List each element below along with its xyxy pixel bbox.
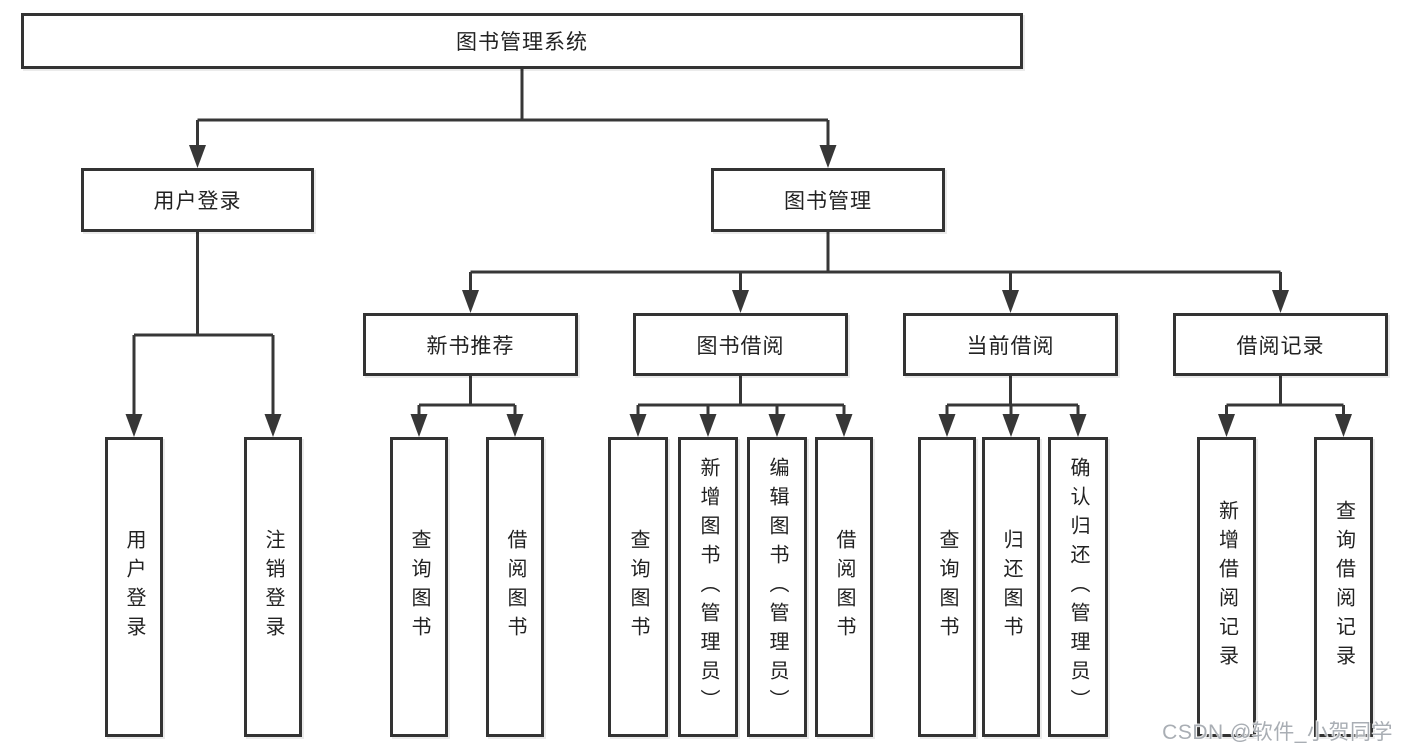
node-label: 新增借阅记录 [1215,500,1238,674]
leaf-records-add-record: 新增借阅记录 [1197,437,1256,737]
node-label: 图书管理系统 [456,31,588,54]
leaf-records-query-record: 查询借阅记录 [1314,437,1373,737]
leaf-borrowing-add-books-admin: 新增图书（管理员） [678,437,738,737]
leaf-user-login: 用户登录 [105,437,163,737]
node-new-book-recommend: 新书推荐 [363,313,578,376]
node-user-login: 用户登录 [81,168,314,232]
node-book-management: 图书管理 [711,168,945,232]
node-label: 查询图书 [936,529,958,645]
node-library-management-system: 图书管理系统 [21,13,1023,69]
leaf-borrowing-borrow-books: 借阅图书 [815,437,873,737]
node-label: 当前借阅 [966,334,1055,358]
node-label: 借阅记录 [1236,334,1325,358]
node-label: 查询图书 [627,529,649,645]
leaf-logout: 注销登录 [244,437,302,737]
node-label: 注销登录 [262,529,284,645]
node-label: 查询图书 [408,529,430,645]
leaf-current-query-books: 查询图书 [918,437,976,737]
node-label: 图书管理 [784,190,872,213]
node-label: 用户登录 [153,190,242,213]
node-book-borrowing: 图书借阅 [633,313,848,376]
leaf-borrowing-edit-books-admin: 编辑图书（管理员） [747,437,807,737]
watermark: CSDN @软件_小贺同学 [1162,721,1393,744]
leaf-current-confirm-return-admin: 确认归还（管理员） [1048,437,1108,737]
node-borrow-records: 借阅记录 [1173,313,1388,376]
node-label: 新书推荐 [426,334,515,358]
node-label: 借阅图书 [504,529,526,645]
node-label: 图书借阅 [696,334,785,358]
arrowhead-icons [125,145,1352,437]
node-label: 归还图书 [1000,529,1022,645]
node-label: 新增图书（管理员） [697,456,719,718]
leaf-newbooks-borrow-books: 借阅图书 [486,437,544,737]
node-label: 编辑图书（管理员） [766,456,788,718]
node-label: 借阅图书 [833,529,855,645]
node-current-borrowing: 当前借阅 [903,313,1118,376]
node-label: 确认归还（管理员） [1067,456,1089,718]
leaf-current-return-books: 归还图书 [982,437,1040,737]
leaf-borrowing-query-books: 查询图书 [608,437,668,737]
node-label: 用户登录 [123,529,145,645]
node-label: 查询借阅记录 [1332,500,1355,674]
leaf-newbooks-query-books: 查询图书 [390,437,448,737]
